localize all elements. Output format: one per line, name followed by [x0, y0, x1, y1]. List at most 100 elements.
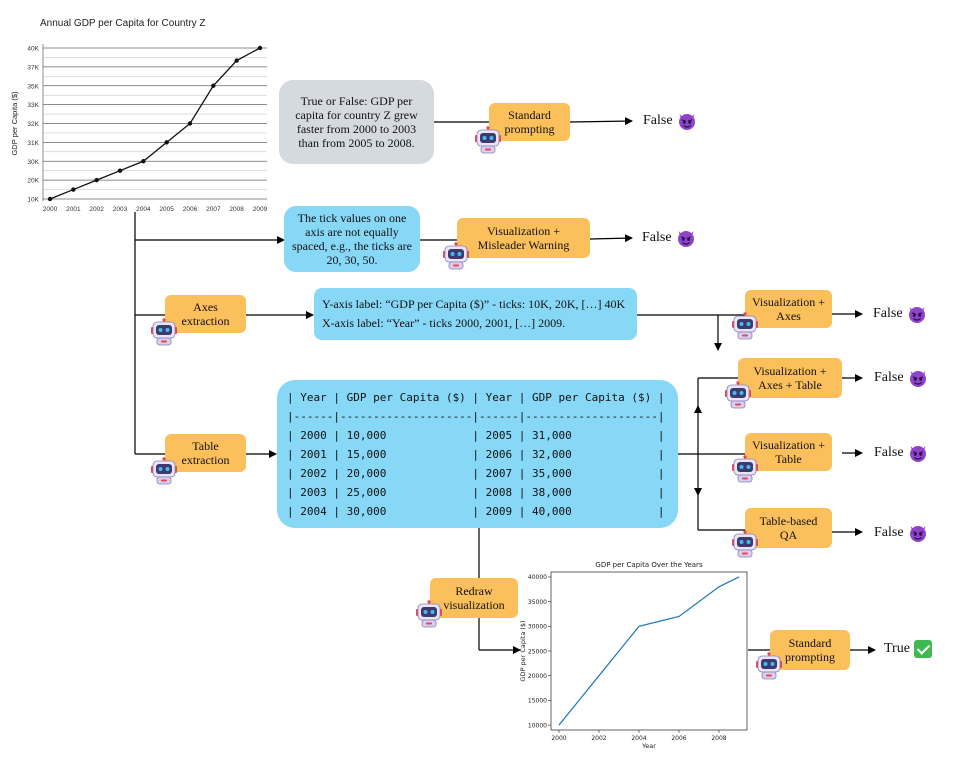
result-label: False	[874, 525, 904, 540]
robot-icon	[150, 318, 178, 346]
x-tick-label: 2006	[671, 735, 686, 742]
y-tick-label: 20000	[528, 673, 547, 680]
question-box: True or False: GDP per capita for countr…	[279, 80, 434, 164]
arrow-misleader-to-false	[589, 234, 633, 243]
result-label: False	[643, 113, 673, 128]
robot-icon	[724, 381, 752, 409]
table-row: | 2003 | 25,000 | 2008 | 38,000 |	[287, 486, 665, 499]
plot-frame	[550, 571, 748, 731]
result-misleader-warning: False	[642, 228, 696, 248]
data-point	[117, 168, 123, 173]
y-tick-label: 37K	[27, 64, 39, 71]
y-tick-label: 30K	[27, 159, 39, 166]
devil-icon	[677, 111, 697, 131]
devil-icon	[908, 368, 928, 388]
step-table-qa: Table-based QA	[745, 508, 832, 548]
check-icon	[913, 640, 932, 658]
step-vis-axes-table: Visualization + Axes + Table	[738, 358, 842, 398]
result-vis-axes: False	[873, 304, 927, 324]
robot-icon	[474, 126, 502, 154]
robot-icon	[731, 530, 759, 558]
data-point	[211, 83, 216, 88]
step-standard-prompting-2: Standard prompting	[770, 630, 850, 670]
y-tick-label: 32K	[27, 121, 39, 128]
original-chart-title: Annual GDP per Capita for Country Z	[40, 18, 206, 29]
table-row: | 2004 | 30,000 | 2009 | 40,000 |	[287, 505, 665, 518]
x-tick-label: 2000	[551, 735, 566, 742]
step-axes-extraction: Axes extraction	[165, 295, 246, 333]
data-point	[94, 177, 99, 183]
x-tick-label: 2002	[591, 735, 606, 742]
step-vis-axes: Visualization + Axes	[745, 290, 832, 328]
x-tick-label: 2000	[43, 206, 58, 213]
devil-icon	[676, 228, 696, 248]
robot-icon	[442, 242, 470, 270]
data-point	[164, 140, 169, 145]
redrawn-chart-plot: GDP per Capita Over the Years10000150002…	[519, 561, 748, 750]
data-point	[187, 121, 193, 126]
table-line-separator: |------|--------------------|------|----…	[287, 410, 665, 423]
result-label: False	[874, 445, 904, 460]
devil-icon	[908, 523, 928, 543]
table-row: | 2000 | 10,000 | 2005 | 31,000 |	[287, 429, 665, 442]
x-tick-label: 2005	[159, 206, 174, 213]
x-tick-label: 2007	[206, 206, 221, 213]
y-tick-label: 10K	[27, 197, 39, 204]
result-vis-axes-table: False	[874, 368, 928, 388]
data-point	[234, 58, 239, 63]
result-redraw: True	[884, 640, 932, 658]
redrawn-chart-title: GDP per Capita Over the Years	[595, 561, 703, 569]
x-tick-label: 2008	[229, 206, 244, 213]
devil-icon	[907, 304, 927, 324]
table-line-header: | Year | GDP per Capita ($) | Year | GDP…	[287, 391, 665, 404]
axes-info-y: Y-axis label: “GDP per Capita ($)” - tic…	[322, 297, 626, 311]
robot-icon	[415, 600, 443, 628]
data-point	[47, 196, 53, 202]
axes-info-x: X-axis label: “Year” - ticks 2000, 2001,…	[322, 316, 566, 330]
y-tick-label: 35K	[27, 83, 39, 90]
robot-icon	[731, 455, 759, 483]
data-point	[257, 45, 263, 51]
y-tick-label: 40K	[27, 46, 39, 53]
y-tick-label: 31K	[27, 140, 39, 147]
data-point	[71, 187, 76, 192]
arrow-standard-to-false	[569, 117, 633, 126]
x-tick-label: 2003	[113, 206, 128, 213]
result-label: False	[642, 230, 672, 245]
step-standard-prompting: Standard prompting	[489, 103, 570, 141]
y-tick-label: 30000	[528, 624, 547, 631]
x-tick-label: 2002	[89, 206, 104, 213]
x-tick-label: 2004	[631, 735, 646, 742]
misleader-hint-box: The tick values on one axis are not equa…	[284, 206, 420, 272]
y-tick-label: 40000	[528, 574, 547, 581]
devil-icon	[908, 443, 928, 463]
step-redraw-visualization: Redraw visualization	[430, 578, 518, 618]
table-row: | 2002 | 20,000 | 2007 | 35,000 |	[287, 467, 665, 480]
robot-icon	[755, 652, 783, 680]
series-line	[49, 47, 261, 200]
result-standard: False	[643, 111, 697, 131]
series-line	[558, 576, 740, 726]
y-tick-label: 25000	[528, 648, 547, 655]
result-label: True	[884, 641, 910, 656]
result-label: False	[874, 370, 904, 385]
robot-icon	[150, 457, 178, 485]
step-vis-table: Visualization + Table	[745, 433, 832, 471]
y-axis-label: GDP per Capita ($)	[10, 91, 19, 156]
x-tick-label: 2004	[136, 206, 151, 213]
original-chart: Annual GDP per Capita for Country Z 10K 2…	[5, 12, 275, 217]
result-label: False	[873, 306, 903, 321]
x-tick-label: 2006	[183, 206, 198, 213]
y-tick-label: 35000	[528, 599, 547, 606]
x-axis-label: Year	[641, 742, 656, 750]
result-vis-table: False	[874, 443, 928, 463]
data-point	[141, 159, 146, 164]
y-tick-label: 33K	[27, 102, 39, 109]
axes-info-box: Y-axis label: “GDP per Capita ($)” - tic…	[314, 288, 637, 340]
result-table-qa: False	[874, 523, 928, 543]
table-row: | 2001 | 15,000 | 2006 | 32,000 |	[287, 448, 665, 461]
x-tick-label: 2009	[253, 206, 268, 213]
